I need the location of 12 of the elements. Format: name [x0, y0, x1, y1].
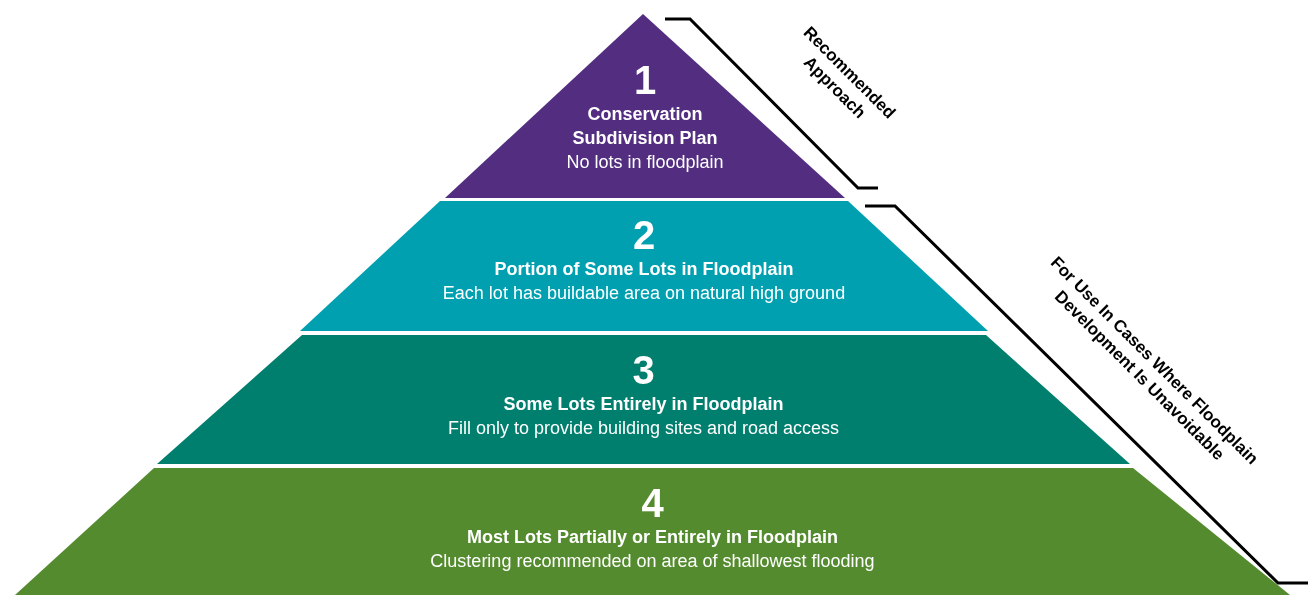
tier-number: 3	[632, 348, 655, 392]
tier-heading: Some Lots Entirely in Floodplain	[503, 393, 784, 416]
tier-number: 4	[641, 481, 664, 525]
tier-description: Each lot has buildable area on natural high ground	[442, 282, 846, 305]
tier-description: Fill only to provide building sites and road access	[447, 417, 840, 440]
tier-number: 2	[632, 213, 656, 257]
tier-heading: Conservation Subdivision Plan	[571, 103, 719, 150]
tier-description: No lots in floodplain	[566, 151, 724, 174]
tier-description: Clustering recommended on area of shallowest flooding	[430, 550, 875, 573]
tier-heading: Most Lots Partially or Entirely in Floodplain	[466, 526, 838, 549]
tier-number: 1	[633, 58, 657, 102]
tier-heading: Portion of Some Lots in Floodplain	[494, 258, 794, 281]
